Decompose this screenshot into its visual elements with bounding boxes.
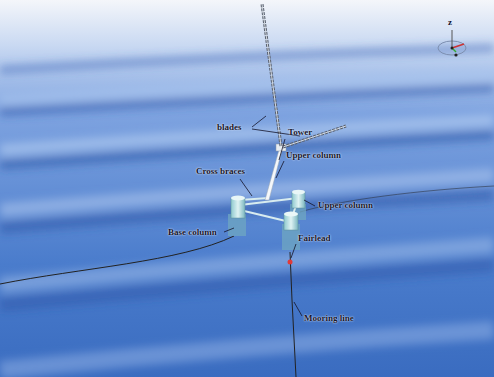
part-label: Fairlead <box>298 233 331 244</box>
part-label: Mooring line <box>304 313 354 324</box>
part-label: blades <box>217 122 242 133</box>
mooring-line <box>0 236 234 284</box>
part-label: Upper column <box>318 200 373 211</box>
mooring-line <box>300 186 494 212</box>
part-label: z <box>448 17 452 28</box>
part-label: Tower <box>288 127 312 138</box>
mooring-line <box>290 252 296 377</box>
leader-lines <box>224 116 315 316</box>
part-label: Base column <box>168 227 217 238</box>
orientation-icon <box>438 30 466 57</box>
part-label: Cross braces <box>196 166 245 177</box>
fairlead-marker <box>288 260 293 265</box>
part-label: Upper column <box>286 150 341 161</box>
wave-crests <box>0 48 494 370</box>
blades <box>262 4 346 147</box>
